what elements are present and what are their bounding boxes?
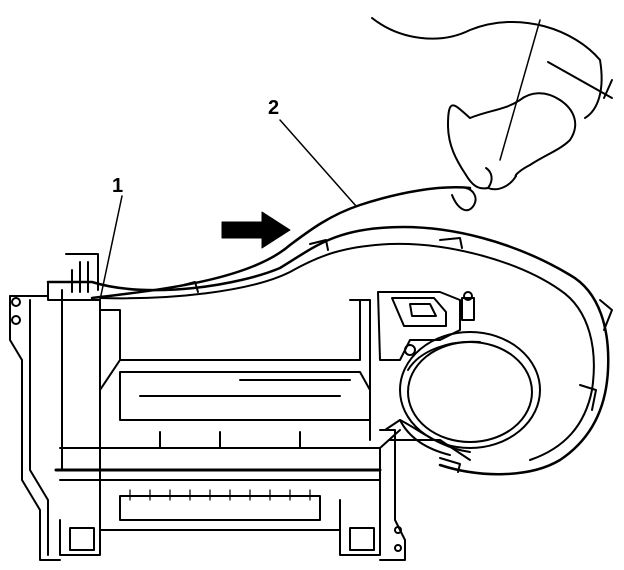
hvac-housing <box>9 225 613 561</box>
motor-mount-bracket <box>377 291 475 361</box>
blower-opening <box>399 331 597 473</box>
callout-label-1: 1 <box>112 175 124 197</box>
leader-line-2 <box>279 119 357 207</box>
seal-strip <box>90 186 472 300</box>
arrow-right-icon <box>221 211 291 249</box>
callout-label-2: 2 <box>268 97 280 119</box>
hand-icon <box>371 17 613 212</box>
leader-line-1 <box>99 195 123 301</box>
